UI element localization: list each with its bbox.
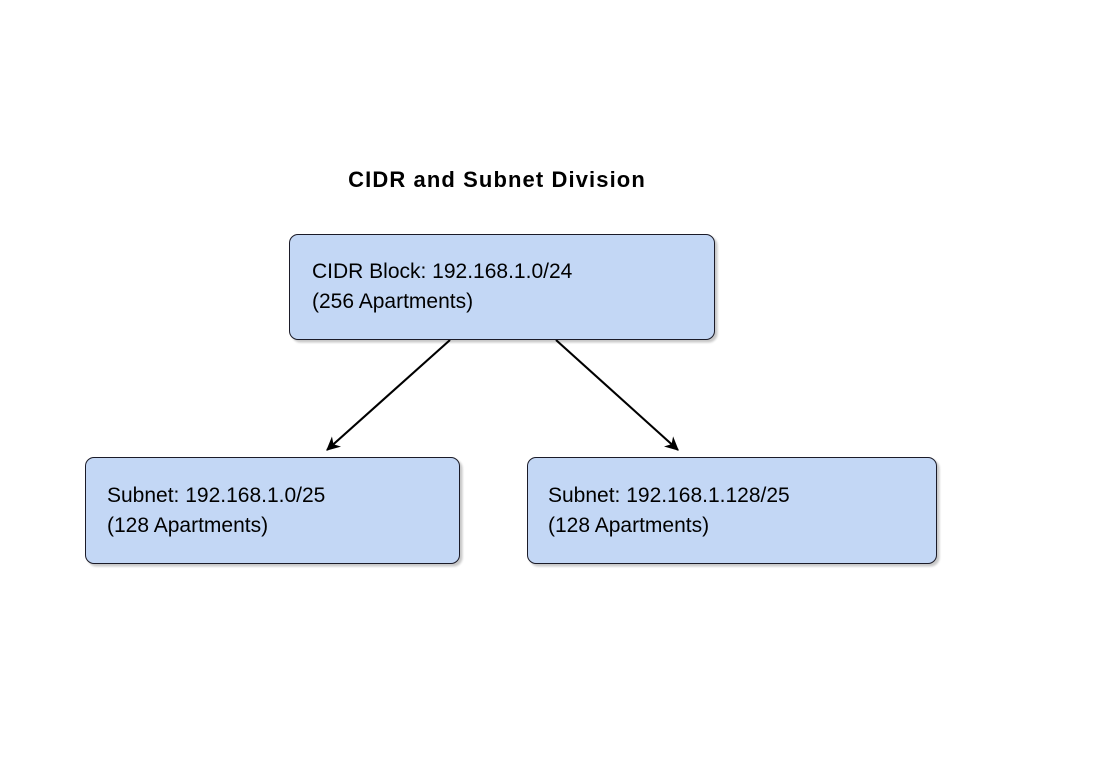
diagram-title: CIDR and Subnet Division bbox=[348, 167, 646, 192]
edge-cidr-to-left-subnet bbox=[326, 339, 451, 451]
node-subnet-left[interactable]: Subnet: 192.168.1.0/25 (128 Apartments) bbox=[85, 457, 460, 564]
node-cidr-block-line-2: (256 Apartments) bbox=[312, 290, 474, 313]
node-cidr-block[interactable]: CIDR Block: 192.168.1.0/24 (256 Apartmen… bbox=[289, 234, 715, 340]
node-subnet-right[interactable]: Subnet: 192.168.1.128/25 (128 Apartments… bbox=[527, 457, 937, 564]
node-cidr-block-line-1: CIDR Block: 192.168.1.0/24 bbox=[312, 260, 573, 283]
node-subnet-right-line-1: Subnet: 192.168.1.128/25 bbox=[548, 483, 790, 507]
node-subnet-left-line-1: Subnet: 192.168.1.0/25 bbox=[107, 483, 326, 507]
edge-cidr-to-right-subnet bbox=[555, 339, 679, 451]
node-subnet-left-line-2: (128 Apartments) bbox=[107, 513, 269, 537]
node-subnet-right-line-2: (128 Apartments) bbox=[548, 513, 710, 537]
